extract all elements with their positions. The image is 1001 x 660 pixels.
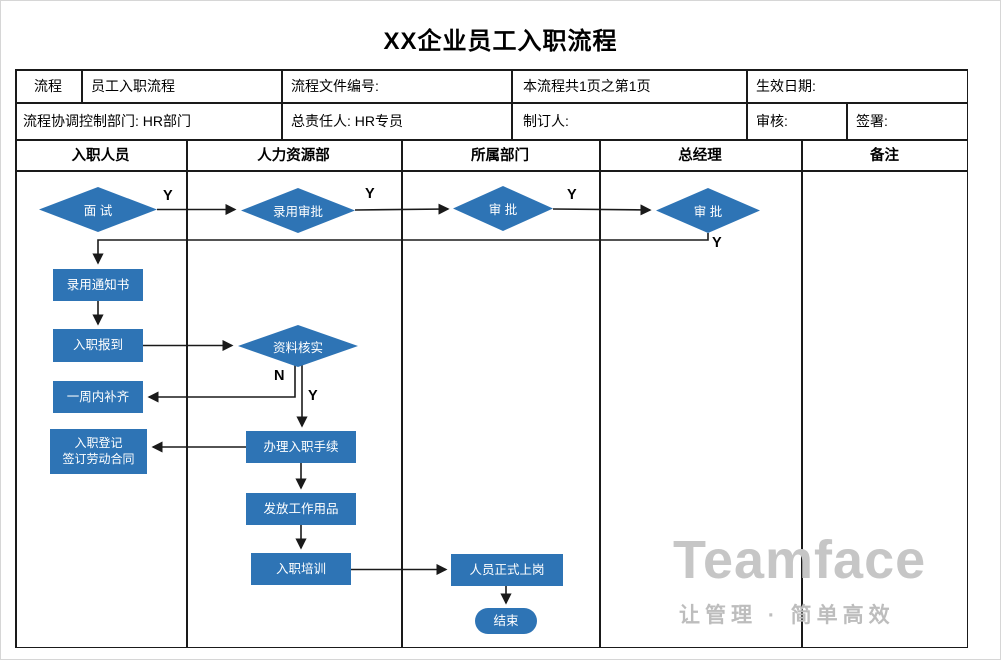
watermark-slogan: 让管理 · 简单高效	[679, 604, 895, 627]
table-divider-c	[511, 69, 513, 139]
meta-page-info: 本流程共1页之第1页	[523, 77, 651, 94]
table-divider-b	[281, 69, 283, 139]
meta-reviewer: 审核:	[756, 112, 788, 129]
node-makeup-week: 一周内补齐	[53, 381, 143, 413]
meta-responsible-person: 总责任人: HR专员	[291, 112, 403, 129]
node-onboard: 人员正式上岗	[451, 554, 563, 586]
label-yes-interview: Y	[163, 188, 173, 204]
lane-header-general-manager: 总经理	[678, 148, 722, 164]
label-yes-dept-approval: Y	[567, 187, 577, 203]
table-border-bottom	[15, 646, 968, 648]
table-border-left	[15, 69, 17, 648]
meta-process-label: 流程	[34, 77, 62, 94]
node-training: 入职培训	[251, 553, 351, 585]
table-border-row2	[15, 139, 968, 141]
label-yes-gm-approval: Y	[712, 235, 722, 251]
label-yes-verify-docs: Y	[308, 388, 318, 404]
lane-header-hr-dept: 人力资源部	[257, 148, 330, 164]
meta-effective-date: 生效日期:	[756, 77, 816, 94]
edge-hire-approval-to-dept-approval	[354, 203, 450, 215]
lane-divider-2	[401, 139, 403, 648]
page-title: XX企业员工入职流程	[383, 28, 618, 55]
lane-header-remarks: 备注	[870, 148, 899, 164]
table-border-right	[966, 69, 968, 648]
meta-signature: 签署:	[856, 112, 888, 129]
table-border-lane-header	[15, 170, 968, 172]
meta-drafter: 制订人:	[523, 112, 569, 129]
meta-coordination-dept: 流程协调控制部门: HR部门	[23, 112, 191, 129]
label-no-verify-docs: N	[274, 368, 285, 384]
table-divider-d	[746, 69, 748, 139]
node-register-contract: 入职登记 签订劳动合同	[50, 429, 147, 474]
node-procedures: 办理入职手续	[246, 431, 356, 463]
lane-divider-1	[186, 139, 188, 648]
lane-header-new-employee: 入职人员	[71, 148, 130, 164]
table-border-row1	[15, 102, 968, 104]
node-register-line1: 入职登记	[74, 435, 123, 450]
edge-gm-approval-to-offer-letter	[92, 233, 709, 265]
lane-header-own-dept: 所属部门	[471, 148, 529, 164]
node-end: 结束	[475, 608, 537, 634]
watermark-brand: Teamface	[673, 530, 927, 590]
node-offer-letter: 录用通知书	[53, 269, 143, 301]
lane-divider-3	[599, 139, 601, 648]
node-supplies: 发放工作用品	[246, 493, 356, 525]
node-report: 入职报到	[53, 329, 143, 362]
label-yes-hire-approval: Y	[365, 186, 375, 202]
lane-divider-4	[801, 139, 803, 648]
table-divider-row2-e	[846, 102, 848, 139]
table-divider-row1-a	[81, 69, 83, 102]
table-border-top	[15, 69, 968, 71]
node-register-line2: 签订劳动合同	[62, 451, 135, 466]
edge-verify-no-to-makeup-week	[147, 357, 296, 403]
meta-doc-number: 流程文件编号:	[291, 77, 379, 94]
meta-process-name: 员工入职流程	[91, 77, 175, 94]
edge-dept-approval-to-gm-approval	[552, 204, 652, 216]
